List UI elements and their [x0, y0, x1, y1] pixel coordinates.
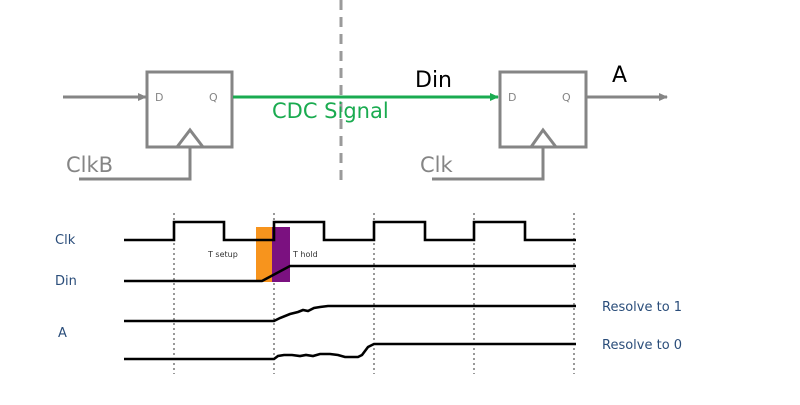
din-waveform [124, 264, 576, 283]
a-signal-label: A [58, 326, 67, 341]
timing-diagram: Clk Din A T setup T hold Resolve to 1 Re… [55, 213, 682, 374]
din-signal-label: Din [55, 274, 77, 289]
q-pin-label: Q [209, 91, 218, 104]
destination-flip-flop: D Q Clk A [420, 63, 668, 181]
clk-label: Clk [420, 153, 453, 177]
clock-triangle-icon [175, 127, 205, 148]
a-resolve-1-waveform [124, 304, 576, 323]
clock-triangle-icon [529, 127, 558, 148]
setup-label: T setup [207, 250, 238, 259]
clkb-label: ClkB [66, 153, 113, 177]
setup-window [256, 227, 272, 282]
q-pin-label: Q [562, 91, 571, 104]
hold-label: T hold [292, 250, 318, 259]
a-resolve-0-waveform [124, 342, 576, 361]
clk-waveform [124, 220, 576, 242]
resolve-to-1-label: Resolve to 1 [602, 300, 682, 315]
d-pin-label: D [508, 91, 516, 104]
clk-wire [432, 147, 545, 181]
output-a-label: A [612, 63, 627, 88]
clk-signal-label: Clk [55, 233, 76, 248]
clkb-wire [79, 147, 192, 181]
d-pin-label: D [155, 91, 163, 104]
source-flip-flop: D Q ClkB [63, 70, 234, 181]
resolve-to-0-label: Resolve to 0 [602, 338, 682, 353]
din-label: Din [415, 68, 452, 93]
cdc-signal-label: CDC Signal [272, 99, 389, 123]
